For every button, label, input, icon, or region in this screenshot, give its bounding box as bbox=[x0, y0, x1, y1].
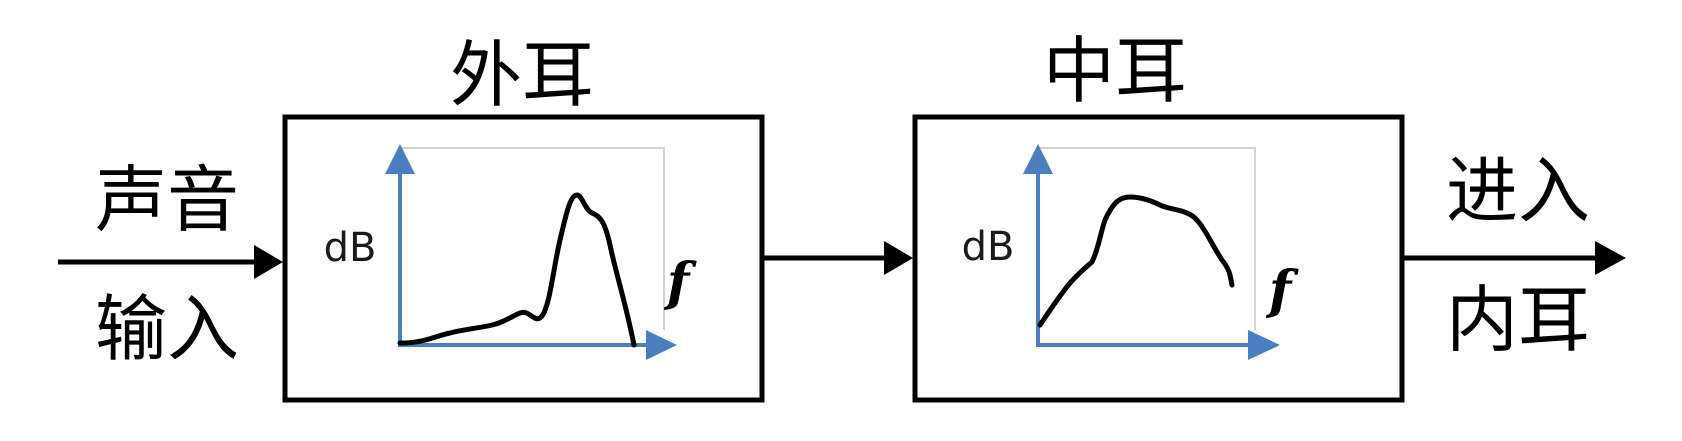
input-label-top: 声音 bbox=[95, 158, 239, 242]
plot-frame bbox=[1038, 147, 1256, 330]
middle-ear-y-label: dB bbox=[962, 224, 1015, 270]
plot-frame bbox=[400, 147, 665, 330]
outer-ear-x-label: f bbox=[663, 252, 697, 313]
output-arrow bbox=[1402, 241, 1626, 275]
output-label-bottom: 内耳 bbox=[1446, 278, 1590, 362]
outer-ear-title: 外耳 bbox=[450, 33, 594, 117]
y-axis-arrowhead bbox=[385, 144, 415, 174]
input-arrow bbox=[58, 245, 283, 279]
x-axis-arrowhead bbox=[646, 330, 677, 360]
middle-ear-x-label: f bbox=[1265, 260, 1299, 321]
output-label-top: 进入 bbox=[1446, 149, 1590, 233]
middle-ear-response-curve bbox=[1037, 194, 1235, 328]
x-axis-arrowhead bbox=[1248, 330, 1280, 360]
input-label-bottom: 输入 bbox=[95, 287, 239, 371]
middle-ear-plot: dB f bbox=[962, 144, 1299, 360]
outer-ear-response-curve bbox=[397, 192, 637, 348]
outer-ear-y-label: dB bbox=[324, 225, 377, 271]
outer-ear-plot: dB f bbox=[324, 144, 697, 360]
y-axis-arrowhead bbox=[1023, 144, 1053, 174]
connector-arrow bbox=[762, 241, 913, 275]
middle-ear-title: 中耳 bbox=[1043, 29, 1187, 113]
